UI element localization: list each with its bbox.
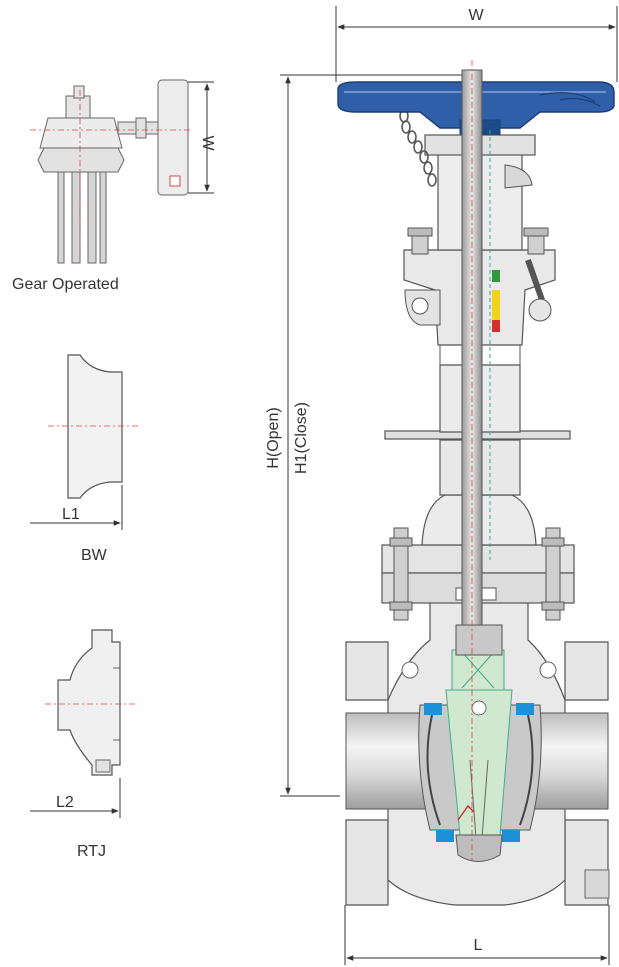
seat-ring-upper-right bbox=[516, 703, 534, 715]
l2-dimension bbox=[30, 778, 121, 818]
valve-stem bbox=[455, 60, 503, 860]
height-dimension bbox=[280, 74, 480, 797]
top-width-dimension bbox=[335, 6, 618, 82]
butt-weld-end-view bbox=[48, 354, 138, 499]
indicator-green bbox=[492, 270, 500, 282]
h-open-label: H(Open) bbox=[265, 407, 282, 468]
gear-width-dimension: W bbox=[188, 81, 216, 194]
l1-dimension bbox=[30, 485, 123, 530]
h1-close-label: H1(Close) bbox=[293, 402, 310, 474]
gate-valve-body bbox=[345, 599, 610, 906]
length-dimension bbox=[344, 905, 610, 965]
length-label: L bbox=[474, 937, 483, 954]
indicator-red bbox=[492, 320, 500, 332]
ring-joint-end-view bbox=[45, 629, 135, 776]
seat-ring-upper-left bbox=[424, 703, 442, 715]
seat-ring-lower-left bbox=[436, 830, 454, 842]
gear-operator-view bbox=[30, 79, 192, 264]
l1-label: L1 bbox=[62, 506, 80, 523]
indicator-yellow bbox=[492, 290, 500, 320]
rtj-caption: RTJ bbox=[77, 843, 106, 860]
seat-ring-lower-right bbox=[502, 830, 520, 842]
l2-label: L2 bbox=[56, 794, 74, 811]
gear-width-label: W bbox=[199, 135, 216, 151]
gear-operated-caption: Gear Operated bbox=[12, 276, 119, 293]
top-width-label: W bbox=[468, 7, 484, 24]
bw-caption: BW bbox=[81, 547, 108, 564]
